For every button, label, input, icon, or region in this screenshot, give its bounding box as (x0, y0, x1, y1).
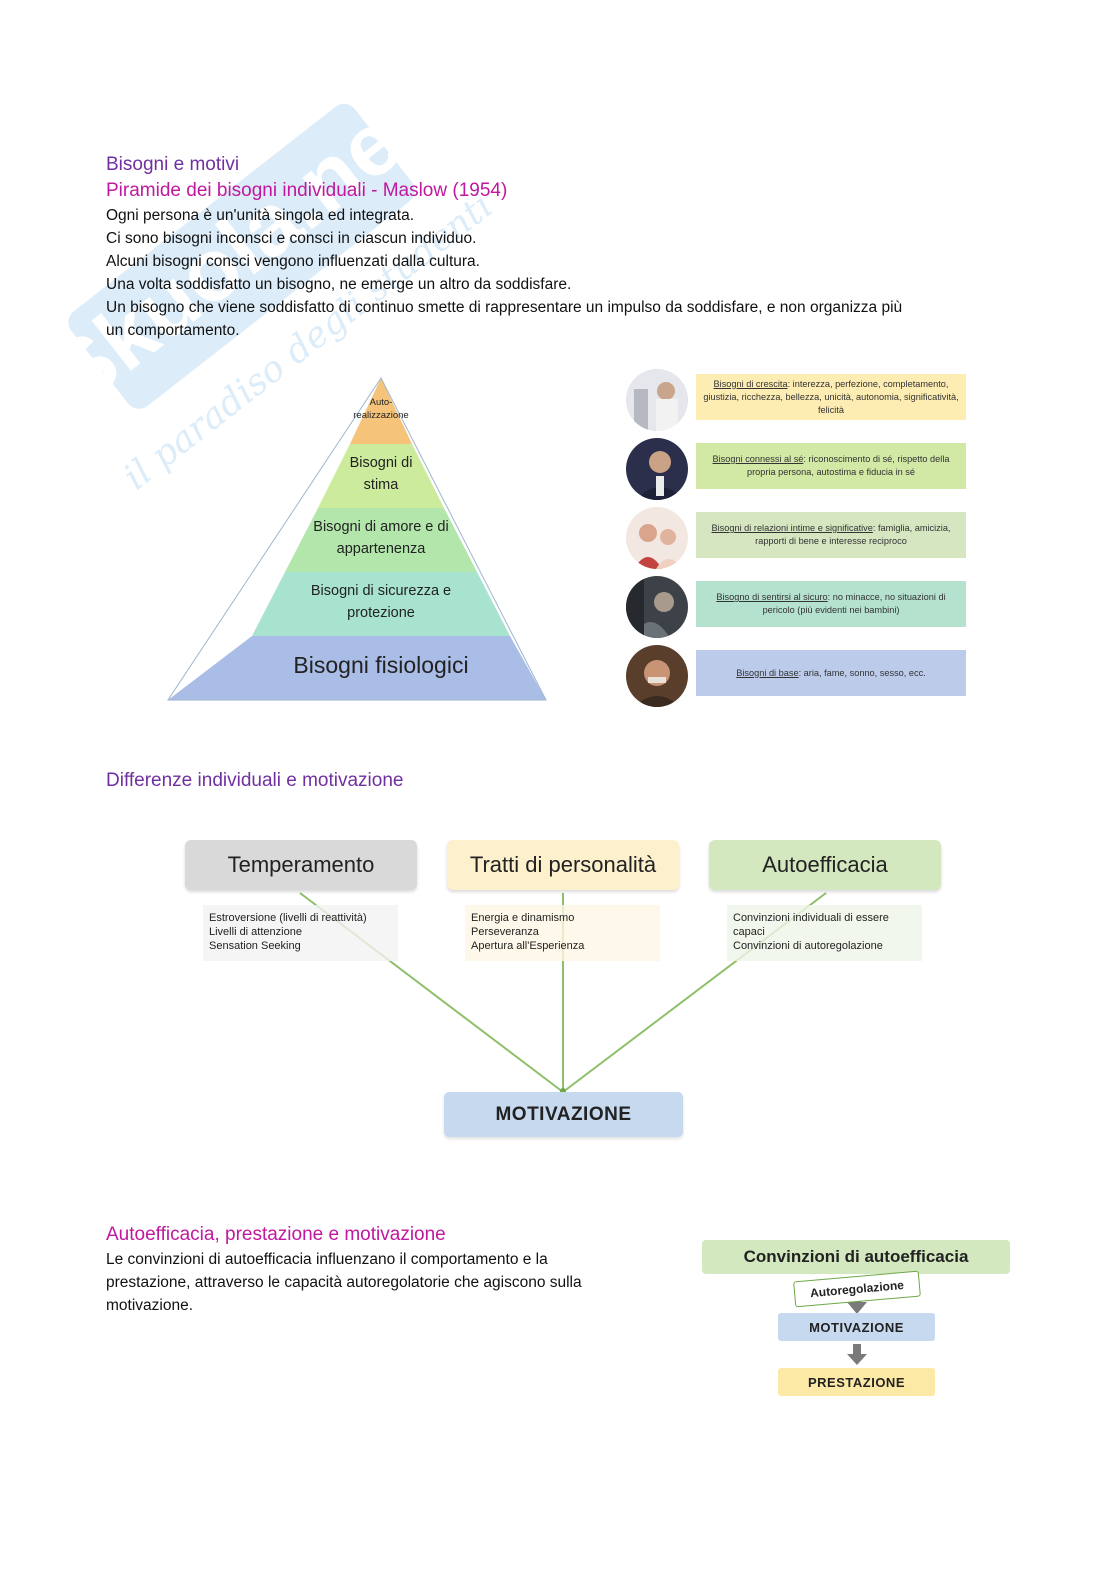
need-title: Bisogni di base (736, 667, 799, 678)
temperament-details: Estroversione (livelli di reattività) Li… (203, 905, 398, 961)
category-temperament: Temperamento (185, 840, 417, 890)
text-line: Le convinzioni di autoefficacia influenz… (106, 1251, 548, 1268)
detail-line: Apertura all'Esperienza (471, 940, 585, 952)
section-title-differences: Differenze individuali e motivazione (106, 770, 404, 791)
text-line: Un bisogno che viene soddisfatto di cont… (106, 299, 903, 316)
need-title: Bisogni connessi al sé (712, 454, 804, 464)
pyramid-level-3 (285, 508, 477, 572)
detail-line: Perseveranza (471, 926, 539, 938)
need-row-self: Bisogni connessi al sé: riconoscimento d… (626, 438, 968, 502)
maslow-pyramid (167, 377, 547, 701)
photo-relations (626, 507, 688, 569)
photo-growth (626, 369, 688, 431)
pyramid-level-5 (168, 636, 546, 700)
detail-line: Convinzioni individuali di essere (733, 912, 889, 924)
text-line: un comportamento. (106, 322, 240, 339)
need-box-growth: Bisogni di crescita: interezza, perfezio… (696, 374, 966, 420)
need-title: Bisogni di crescita (713, 378, 788, 389)
photo-base (626, 645, 688, 707)
section1-paragraph: Ogni persona è un'unità singola ed integ… (106, 204, 1006, 342)
category-self-efficacy: Autoefficacia (709, 840, 941, 890)
need-row-relations: Bisogni di relazioni intime e significat… (626, 507, 968, 571)
need-text: : interezza, perfezione, completamento, … (703, 378, 959, 415)
need-title: Bisogno di sentirsi al sicuro (716, 592, 828, 602)
detail-line: Sensation Seeking (209, 940, 301, 952)
need-title: Bisogni di relazioni intime e significat… (711, 523, 873, 533)
pyramid-label-safety: Bisogni di sicurezza e protezione (270, 580, 492, 624)
category-personality-traits: Tratti di personalità (447, 840, 679, 890)
section-title-needs: Bisogni e motivi (106, 154, 240, 175)
label-line: Bisogni di (349, 455, 413, 471)
personality-details: Energia e dinamismo Perseveranza Apertur… (465, 905, 660, 961)
arrow-down-icon (847, 1344, 867, 1365)
need-box-relations: Bisogni di relazioni intime e significat… (696, 512, 966, 558)
pyramid-level-4 (252, 572, 510, 636)
label-line: Bisogni di sicurezza e (310, 583, 452, 599)
label-line: protezione (347, 605, 415, 621)
text-line: prestazione, attraverso le capacità auto… (106, 1274, 582, 1291)
detail-line: capaci (733, 926, 765, 938)
section-title-self-efficacy: Autoefficacia, prestazione e motivazione (106, 1224, 446, 1245)
need-row-growth: Bisogni di crescita: interezza, perfezio… (626, 369, 968, 433)
section3-paragraph: Le convinzioni di autoefficacia influenz… (106, 1248, 666, 1317)
label-line: stima (363, 477, 399, 493)
pyramid-level-1 (350, 378, 412, 444)
label-line: realizzazione (353, 410, 409, 421)
detail-line: Estroversione (livelli di reattività) (209, 912, 367, 924)
detail-line: Livelli di attenzione (209, 926, 302, 938)
need-text: : famiglia, amicizia, rapporti di bene e… (755, 523, 951, 546)
need-box-self: Bisogni connessi al sé: riconoscimento d… (696, 443, 966, 489)
text-line: Ci sono bisogni inconsci e consci in cia… (106, 230, 477, 247)
detail-line: Energia e dinamismo (471, 912, 575, 924)
flow-self-efficacy-beliefs: Convinzioni di autoefficacia (702, 1240, 1010, 1274)
label-line: Auto- (369, 397, 393, 408)
label-line: Bisogni di amore e di (313, 519, 449, 535)
pyramid-label-esteem: Bisogni di stima (300, 452, 462, 496)
section-subtitle-maslow: Piramide dei bisogni individuali - Maslo… (106, 180, 508, 201)
photo-safety (626, 576, 688, 638)
self-efficacy-details: Convinzioni individuali di essere capaci… (727, 905, 922, 961)
detail-line: Convinzioni di autoregolazione (733, 940, 883, 952)
pyramid-label-self-actualization: Auto- realizzazione (331, 396, 431, 422)
text-line: Ogni persona è un'unità singola ed integ… (106, 207, 415, 224)
need-row-base: Bisogni di base: aria, fame, sonno, sess… (626, 645, 968, 709)
pyramid-level-2-fill (318, 444, 444, 508)
pyramid-label-physiological: Bisogni fisiologici (293, 652, 469, 678)
text-line: motivazione. (106, 1297, 194, 1314)
label-line: appartenenza (336, 541, 426, 557)
text-line: Una volta soddisfatto un bisogno, ne eme… (106, 276, 572, 293)
need-text: : aria, fame, sonno, sesso, ecc. (798, 667, 926, 678)
pyramid-label-love: Bisogni di amore e di appartenenza (280, 516, 482, 560)
motivation-box: MOTIVAZIONE (444, 1092, 683, 1137)
flow-motivation: MOTIVAZIONE (778, 1313, 935, 1341)
need-text: : riconoscimento di sé, rispetto della p… (746, 454, 950, 477)
text-line: Alcuni bisogni consci vengono influenzat… (106, 253, 480, 270)
need-box-safety: Bisogno di sentirsi al sicuro: no minacc… (696, 581, 966, 627)
need-row-safety: Bisogno di sentirsi al sicuro: no minacc… (626, 576, 968, 640)
need-text: : no minacce, no situazioni di pericolo … (762, 592, 946, 615)
flow-performance: PRESTAZIONE (778, 1368, 935, 1396)
need-box-base: Bisogni di base: aria, fame, sonno, sess… (696, 650, 966, 696)
